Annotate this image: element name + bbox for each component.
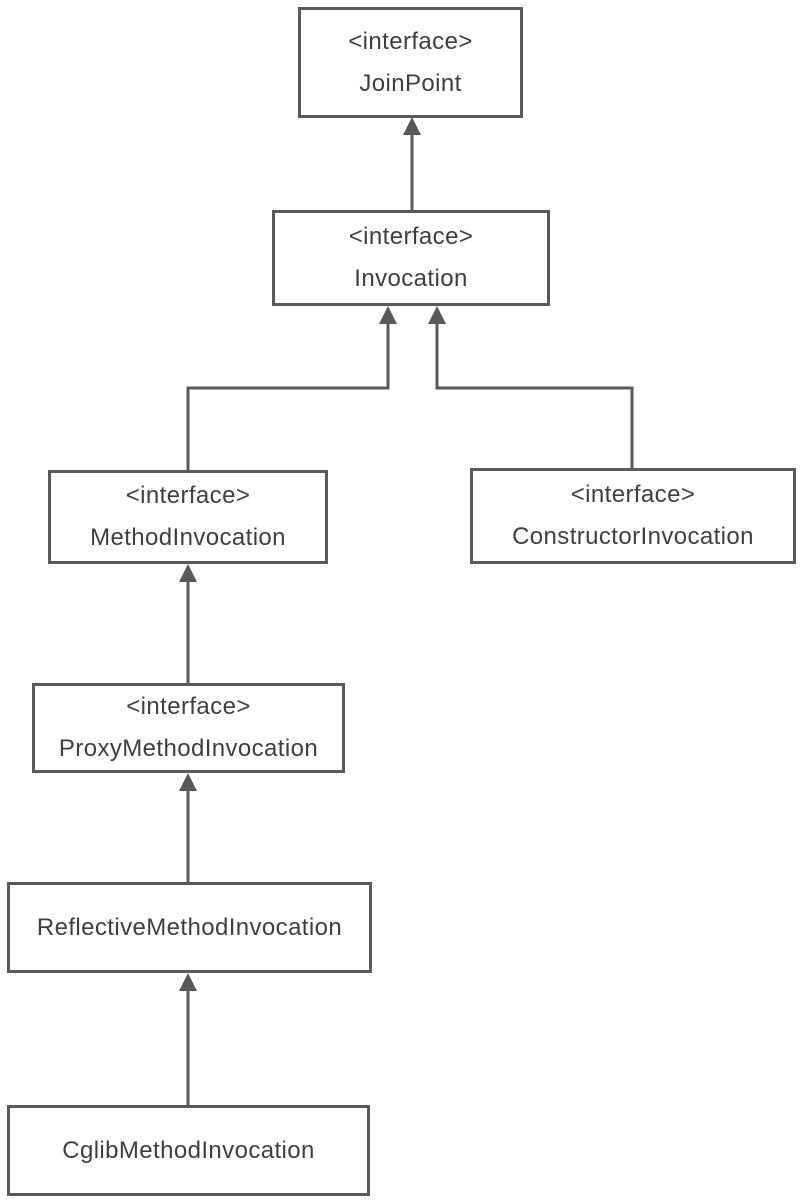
node-label: MethodInvocation [90,524,286,551]
node-joinpoint: <interface> JoinPoint [298,7,523,118]
edge-reflectivemethodinvocation-proxymethodinvocation [179,773,197,882]
node-stereotype: <interface> [125,482,251,509]
edge-cglibmethodinvocation-reflectivemethodinvocation [179,973,197,1105]
node-label: ConstructorInvocation [512,523,754,550]
node-stereotype: <interface> [348,27,473,55]
arrowhead-up-icon [179,773,197,791]
node-label: ProxyMethodInvocation [58,735,319,762]
node-invocation: <interface> Invocation [272,210,550,306]
node-stereotype: <interface> [348,223,474,250]
arrowhead-up-icon [179,973,197,991]
node-label: JoinPoint [359,69,462,97]
node-label: CglibMethodInvocation [62,1136,315,1164]
node-cglibmethodinvocation: CglibMethodInvocation [7,1105,370,1196]
edge-line [435,321,634,468]
node-constructorinvocation: <interface> ConstructorInvocation [470,468,796,564]
node-stereotype: <interface> [126,693,251,720]
edge-constructorinvocation-invocation [428,306,634,468]
node-methodinvocation: <interface> MethodInvocation [48,470,328,564]
edge-invocation-joinpoint [403,117,421,210]
node-reflectivemethodinvocation: ReflectiveMethodInvocation [7,882,372,973]
node-stereotype: <interface> [570,481,696,508]
node-proxymethodinvocation: <interface> ProxyMethodInvocation [32,683,345,773]
edge-methodinvocation-invocation [186,306,397,470]
node-label: ReflectiveMethodInvocation [36,913,343,941]
arrowhead-up-icon [379,306,397,324]
arrowhead-up-icon [179,564,197,582]
arrowhead-up-icon [428,306,446,324]
arrowhead-up-icon [403,117,421,135]
node-label: Invocation [354,265,468,292]
edge-proxymethodinvocation-methodinvocation [179,564,197,683]
edge-line [186,321,390,470]
